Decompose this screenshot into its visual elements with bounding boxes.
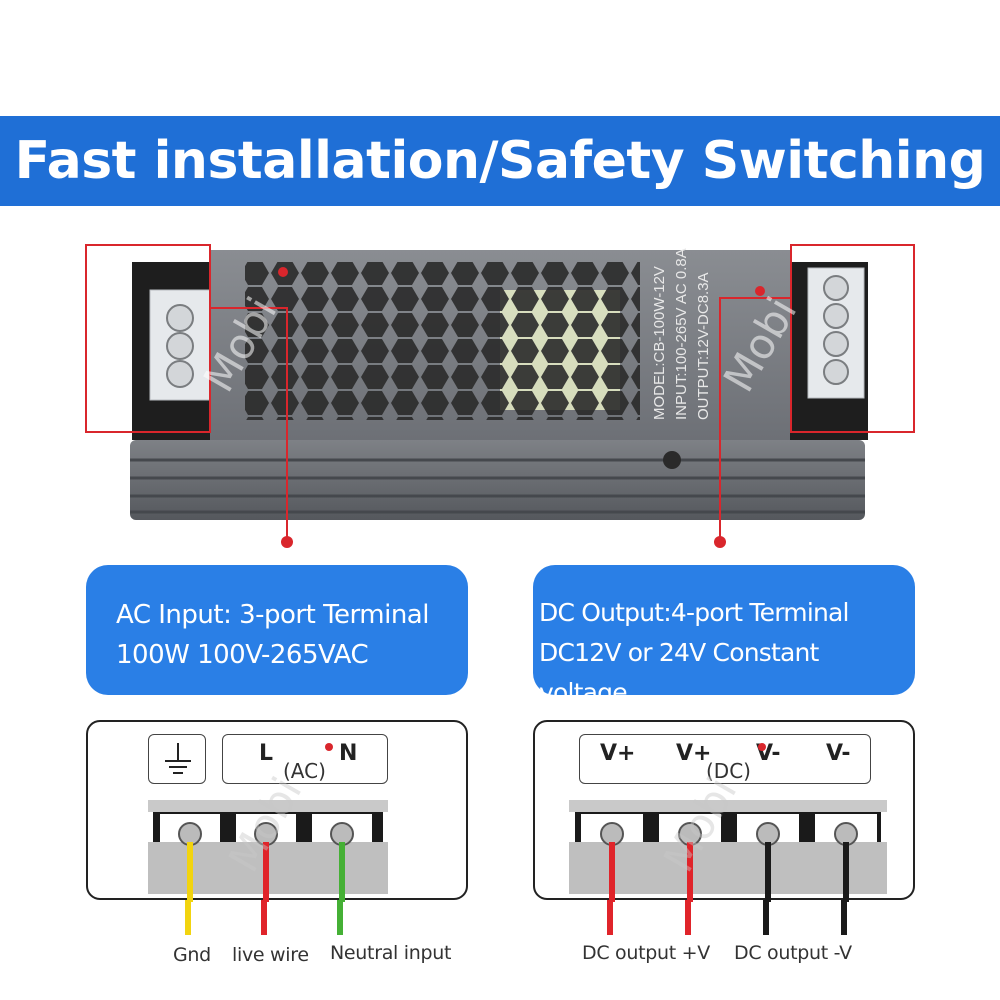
dc-terminal-block [807, 267, 865, 399]
dc-red-dot [758, 743, 766, 751]
caption-gnd: Gnd [173, 944, 211, 966]
banner-title: Fast installation/Safety Switching [14, 131, 986, 191]
ac-red-dot [325, 743, 333, 751]
dc-label-vplus-1: V+ [600, 741, 636, 766]
dc-label-type: (DC) [706, 759, 751, 783]
ac-info-line1: AC Input: 3-port Terminal [116, 600, 429, 630]
caption-neutral-input: Neutral input [330, 942, 452, 964]
ac-label-box: L N (AC) [222, 734, 388, 784]
honeycomb-vents [245, 262, 640, 420]
ac-label-n: N [339, 741, 358, 766]
ac-wiring-diagram: L N (AC) [86, 720, 468, 902]
ac-terminal-block [149, 289, 211, 401]
ac-input-info: AC Input: 3-port Terminal 100W 100V-265V… [86, 565, 468, 695]
ac-callout-line [210, 267, 293, 548]
dc-info-line2: DC12V or 24V Constant voltage [539, 638, 819, 707]
ground-icon [165, 743, 191, 774]
dc-callout-line [714, 286, 791, 548]
caption-dc-minus: DC output -V [734, 942, 852, 964]
ac-info-line2: 100W 100V-265VAC [116, 640, 369, 670]
dc-terminal-wires [569, 800, 887, 902]
device-label-input: INPUT:100-265V AC 0.8A [673, 248, 690, 420]
ac-label-type: (AC) [283, 759, 326, 783]
dc-label-box: V+ V+ V- V- (DC) [579, 734, 871, 784]
heatsink-fins [130, 440, 865, 520]
title-banner: Fast installation/Safety Switching [0, 116, 1000, 206]
ground-label-box [148, 734, 206, 784]
dc-output-info: DC Output:4-port Terminal DC12V or 24V C… [533, 565, 915, 707]
dc-wiring-diagram: V+ V+ V- V- (DC) [533, 720, 915, 902]
dc-label-vminus-2: V- [826, 741, 851, 766]
dc-label-vplus-2: V+ [676, 741, 712, 766]
ac-terminal-wires [148, 800, 388, 902]
ac-highlight-box [85, 244, 211, 433]
dc-highlight-box [790, 244, 915, 433]
device-label-output: OUTPUT:12V-DC8.3A [695, 272, 712, 420]
device-label: MODEL:CB-100W-12V INPUT:100-265V AC 0.8A… [651, 248, 712, 420]
ac-label-l: L [259, 741, 274, 766]
caption-live-wire: live wire [232, 944, 309, 966]
device-label-model: MODEL:CB-100W-12V [651, 266, 668, 420]
cover-screw-icon [663, 451, 681, 469]
caption-dc-plus: DC output +V [582, 942, 710, 964]
dc-info-line1: DC Output:4-port Terminal [539, 598, 850, 627]
wire-tails [185, 900, 847, 935]
